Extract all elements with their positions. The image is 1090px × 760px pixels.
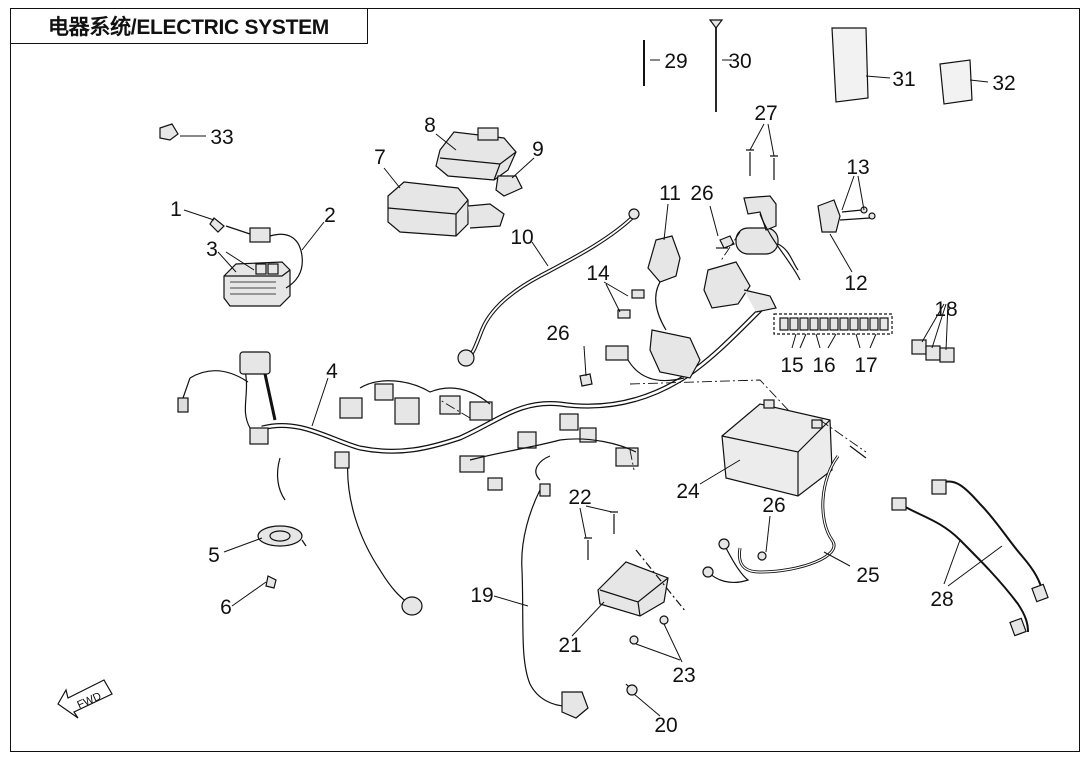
callout-27: 27 xyxy=(754,102,777,125)
callout-31: 31 xyxy=(892,68,915,91)
drawing-frame xyxy=(10,8,1080,752)
starter-relay-capacitor xyxy=(703,227,799,313)
callout-20: 20 xyxy=(654,714,677,737)
callout-30: 30 xyxy=(728,50,751,73)
callout-24: 24 xyxy=(676,480,700,503)
callout-26-upper: 26 xyxy=(690,182,713,205)
callout-4: 4 xyxy=(326,360,338,383)
voltage-regulator xyxy=(584,511,687,645)
callout-labels: 1 2 3 4 5 6 7 8 9 10 11 12 13 14 15 16 1… xyxy=(170,50,1016,737)
diagram-title: 电器系统/ELECTRIC SYSTEM xyxy=(10,8,368,44)
callout-3: 3 xyxy=(206,238,218,261)
callout-23: 23 xyxy=(672,664,695,687)
callout-19: 19 xyxy=(470,584,493,607)
callout-2: 2 xyxy=(324,204,336,227)
ecu-assembly xyxy=(387,127,523,237)
relation-lines xyxy=(439,231,867,471)
callout-8: 8 xyxy=(424,114,436,137)
callout-29: 29 xyxy=(664,50,687,73)
callout-12: 12 xyxy=(844,272,867,295)
leader-lines xyxy=(180,59,1003,717)
callout-1: 1 xyxy=(170,198,182,221)
fuse-relay-box xyxy=(209,217,303,307)
horn xyxy=(257,525,307,589)
callout-7: 7 xyxy=(374,146,386,169)
callout-28: 28 xyxy=(930,588,953,611)
callout-17: 17 xyxy=(854,354,877,377)
mounting-bracket xyxy=(743,149,876,281)
callout-14: 14 xyxy=(586,262,610,285)
callout-9: 9 xyxy=(532,138,544,161)
battery xyxy=(702,399,867,584)
speed-sensor-lead xyxy=(521,483,638,719)
callout-26-middle: 26 xyxy=(546,322,569,345)
callout-10: 10 xyxy=(510,226,533,249)
callout-15: 15 xyxy=(780,354,803,377)
callout-33: 33 xyxy=(210,126,233,149)
callout-22: 22 xyxy=(568,486,591,509)
callout-13: 13 xyxy=(846,156,869,179)
ground-lead xyxy=(457,208,640,367)
misc-parts xyxy=(159,19,973,561)
callout-18: 18 xyxy=(934,298,957,321)
callout-32: 32 xyxy=(992,72,1015,95)
fuse-set xyxy=(773,313,955,363)
oxygen-sensors xyxy=(891,479,1049,637)
callout-21: 21 xyxy=(558,634,581,657)
callout-5: 5 xyxy=(208,544,220,567)
callout-6: 6 xyxy=(220,596,232,619)
callout-16: 16 xyxy=(812,354,835,377)
callout-25: 25 xyxy=(856,564,879,587)
callout-11: 11 xyxy=(659,182,681,205)
fwd-arrow xyxy=(57,679,113,719)
callout-26-battery: 26 xyxy=(762,494,785,517)
ignition-coil xyxy=(605,235,701,382)
